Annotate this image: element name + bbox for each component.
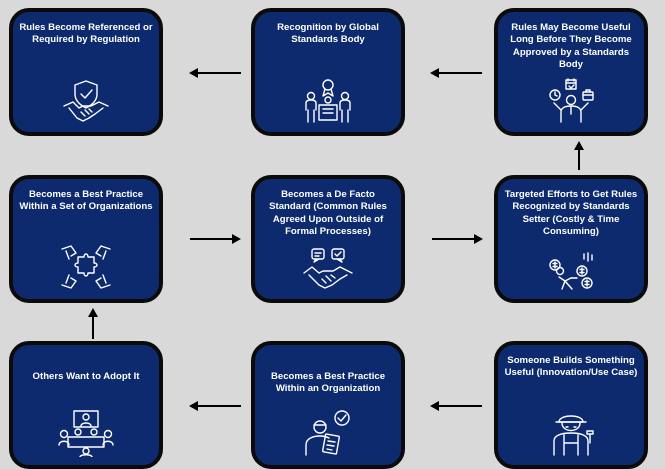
reviewer-check-icon xyxy=(302,409,354,457)
arrow-left-top-2 xyxy=(430,66,484,80)
arrow-right-mid-2 xyxy=(430,232,484,246)
arrow-right-mid-1 xyxy=(188,232,242,246)
meeting-table-icon xyxy=(58,409,114,457)
step-label: Targeted Efforts to Get Rules Recognized… xyxy=(504,189,638,237)
step-label: Becomes a Best Practice Within a Set of … xyxy=(19,189,153,213)
step-label: Someone Builds Something Useful (Innovat… xyxy=(504,355,638,379)
step-box-useful-before-approval: Rules May Become Useful Long Before They… xyxy=(494,8,648,136)
handshake-agreement-icon xyxy=(302,247,354,291)
step-box-best-practice-org: Becomes a Best Practice Within an Organi… xyxy=(251,341,405,469)
step-box-best-practice-set: Becomes a Best Practice Within a Set of … xyxy=(9,175,163,303)
step-label: Rules May Become Useful Long Before They… xyxy=(510,22,632,70)
step-box-recognition: Recognition by Global Standards Body xyxy=(251,8,405,136)
arrow-up-right xyxy=(572,141,586,171)
step-box-de-facto-standard: Becomes a De Facto Standard (Common Rule… xyxy=(251,175,405,303)
arrow-left-bottom-2 xyxy=(430,399,484,413)
step-label: Others Want to Adopt It xyxy=(32,371,140,382)
award-presenter-icon xyxy=(303,78,353,124)
step-box-targeted-efforts: Targeted Efforts to Get Rules Recognized… xyxy=(494,175,648,303)
step-box-regulation: Rules Become Referenced or Required by R… xyxy=(9,8,163,136)
arrow-left-top-1 xyxy=(189,66,243,80)
person-pushing-money-icon xyxy=(546,251,596,291)
person-juggling-tasks-icon xyxy=(546,78,596,124)
step-box-others-adopt: Others Want to Adopt It xyxy=(9,341,163,469)
arrow-up-left xyxy=(86,308,100,340)
step-label: Becomes a De Facto Standard (Common Rule… xyxy=(269,189,387,237)
step-label: Recognition by Global Standards Body xyxy=(277,22,379,46)
puzzle-hands-icon xyxy=(59,243,113,291)
step-label: Rules Become Referenced or Required by R… xyxy=(19,22,153,46)
arrow-left-bottom-1 xyxy=(189,399,243,413)
step-label: Becomes a Best Practice Within an Organi… xyxy=(270,371,386,395)
handshake-shield-icon xyxy=(61,78,111,124)
builder-worker-icon xyxy=(546,409,596,457)
step-box-someone-builds: Someone Builds Something Useful (Innovat… xyxy=(494,341,648,469)
